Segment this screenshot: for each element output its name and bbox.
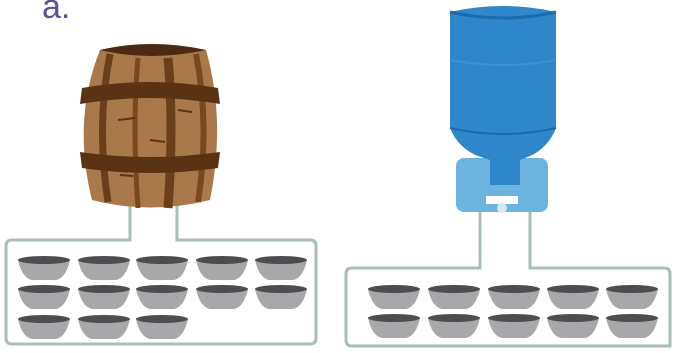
bowl <box>255 256 307 280</box>
bowl <box>488 314 540 338</box>
bowl <box>196 285 248 309</box>
bowl <box>428 285 480 309</box>
barrel-icon <box>80 44 220 208</box>
bowl <box>547 285 599 309</box>
bowl <box>78 315 130 339</box>
bowl <box>136 285 188 309</box>
bowl <box>196 256 248 280</box>
bowl <box>136 315 188 339</box>
bowl <box>368 285 420 309</box>
water-jug-icon <box>450 6 556 213</box>
bowl <box>428 314 480 338</box>
bowl <box>606 314 658 338</box>
bowl <box>18 256 70 280</box>
bowl <box>368 314 420 338</box>
bowl <box>547 314 599 338</box>
bowl <box>488 285 540 309</box>
bowl <box>78 256 130 280</box>
bowl <box>606 285 658 309</box>
bowl <box>136 256 188 280</box>
bowl <box>78 285 130 309</box>
bowl <box>18 285 70 309</box>
bowl <box>255 285 307 309</box>
bowl <box>18 315 70 339</box>
